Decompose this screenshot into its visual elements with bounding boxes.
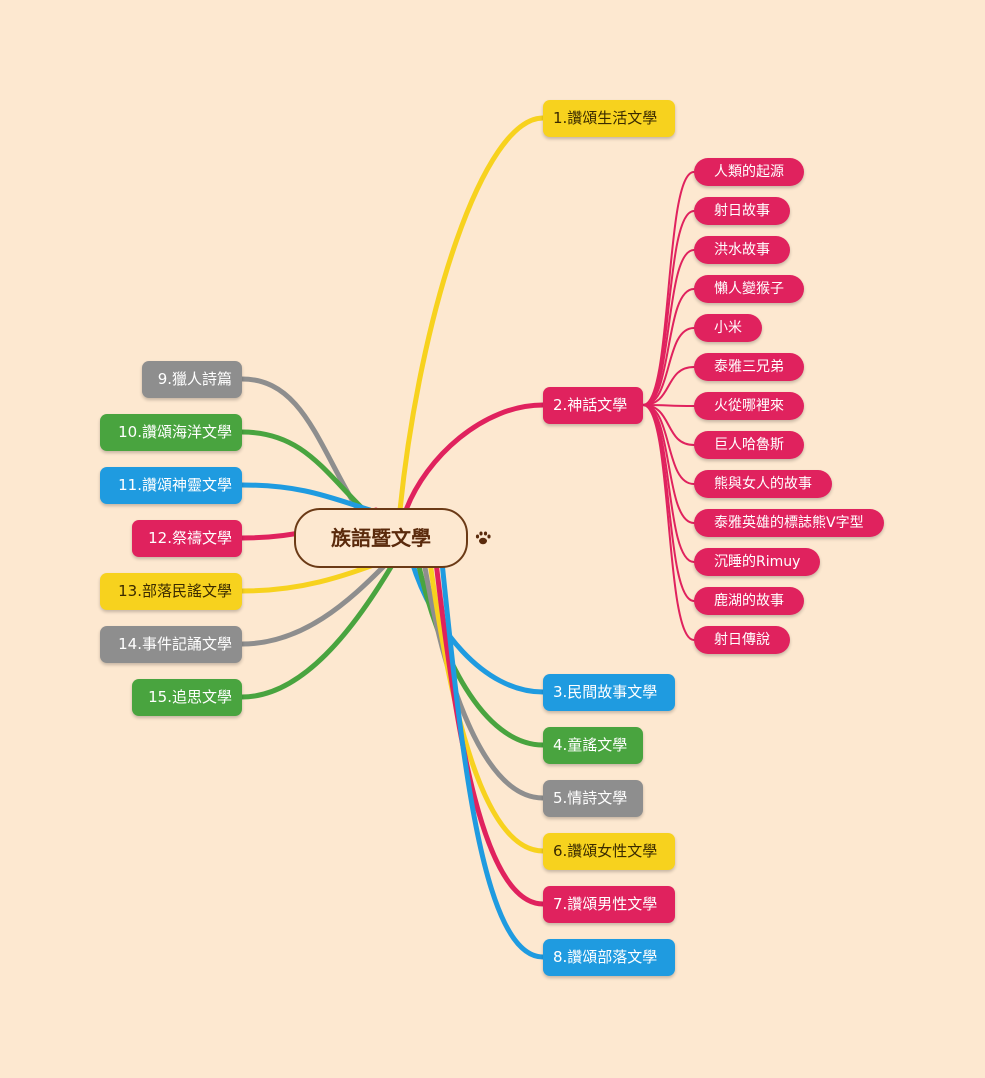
- branch-link: [439, 559, 546, 960]
- branch-node-7[interactable]: 7.讚頌男性文學: [543, 886, 675, 923]
- branch-link: [239, 482, 373, 513]
- myth-topic-item[interactable]: 巨人哈魯斯: [694, 431, 804, 459]
- branch-node-14[interactable]: 14.事件記誦文學: [100, 626, 242, 663]
- branch-link: [397, 115, 546, 513]
- branch-node-9[interactable]: 9.獵人詩篇: [142, 361, 242, 398]
- branch-node-8[interactable]: 8.讚頌部落文學: [543, 939, 675, 976]
- branch-link: [433, 559, 546, 907]
- myth-topic-item[interactable]: 洪水故事: [694, 236, 790, 264]
- branch-node-3[interactable]: 3.民間故事文學: [543, 674, 675, 711]
- branch-node-1[interactable]: 1.讚頌生活文學: [543, 100, 675, 137]
- sub-link: [642, 327, 695, 406]
- myth-topic-item[interactable]: 沉睡的Rimuy: [694, 548, 820, 576]
- myth-topic-item[interactable]: 泰雅英雄的標誌熊V字型: [694, 509, 884, 537]
- branch-node-11[interactable]: 11.讚頌神靈文學: [100, 467, 242, 504]
- branch-link: [239, 429, 367, 513]
- myth-topic-item[interactable]: 人類的起源: [694, 158, 804, 186]
- branch-node-12[interactable]: 12.祭禱文學: [132, 520, 242, 557]
- branch-node-2[interactable]: 2.神話文學: [543, 387, 643, 424]
- sub-link: [642, 404, 695, 641]
- branch-link: [415, 559, 546, 748]
- branch-link: [421, 559, 546, 801]
- sub-link: [642, 288, 695, 406]
- branch-node-10[interactable]: 10.讚頌海洋文學: [100, 414, 242, 451]
- sub-link: [642, 404, 695, 563]
- branch-link: [409, 559, 546, 695]
- branch-link: [403, 402, 546, 513]
- pawprint-icon: [475, 531, 491, 545]
- root-topic[interactable]: 族語暨文學: [294, 508, 468, 568]
- myth-topic-item[interactable]: 泰雅三兄弟: [694, 353, 804, 381]
- branch-node-4[interactable]: 4.童謠文學: [543, 727, 643, 764]
- branch-link: [427, 559, 546, 854]
- branch-link: [239, 559, 391, 647]
- sub-link: [642, 210, 695, 406]
- myth-topic-item[interactable]: 熊與女人的故事: [694, 470, 832, 498]
- myth-topic-item[interactable]: 射日故事: [694, 197, 790, 225]
- branch-node-13[interactable]: 13.部落民謠文學: [100, 573, 242, 610]
- myth-topic-item[interactable]: 小米: [694, 314, 762, 342]
- sub-link: [642, 249, 695, 406]
- branch-node-6[interactable]: 6.讚頌女性文學: [543, 833, 675, 870]
- myth-topic-item[interactable]: 鹿湖的故事: [694, 587, 804, 615]
- branch-node-15[interactable]: 15.追思文學: [132, 679, 242, 716]
- sub-link: [642, 404, 695, 602]
- branch-link: [239, 559, 397, 700]
- myth-topic-item[interactable]: 懶人變猴子: [694, 275, 804, 303]
- myth-topic-item[interactable]: 射日傳說: [694, 626, 790, 654]
- sub-link: [642, 366, 695, 406]
- branch-node-5[interactable]: 5.情詩文學: [543, 780, 643, 817]
- myth-topic-item[interactable]: 火從哪裡來: [694, 392, 804, 420]
